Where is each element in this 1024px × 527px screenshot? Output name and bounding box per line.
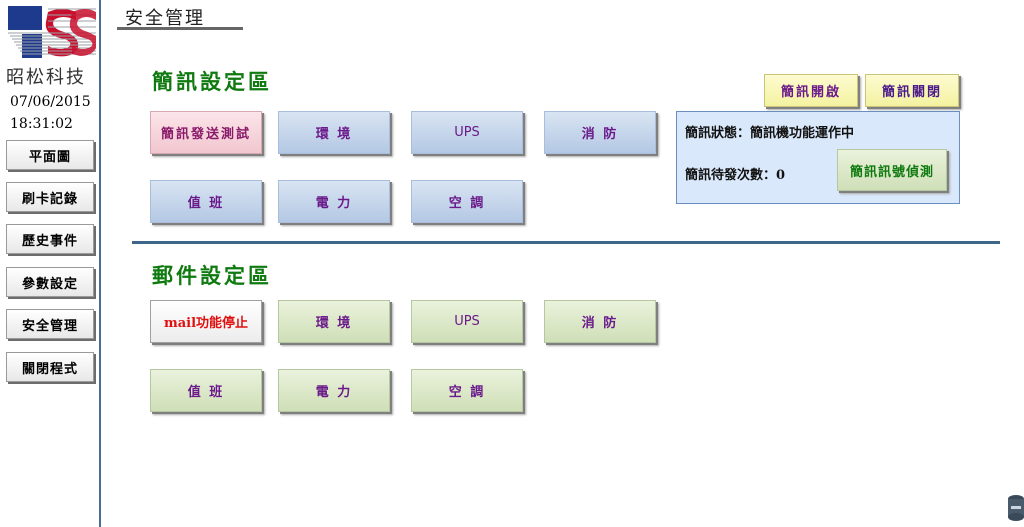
sms-pending-count-label: 簡訊待發次數：0 bbox=[685, 168, 786, 183]
sms-aircon-button[interactable]: 空 調 bbox=[411, 180, 523, 223]
mail-duty-button[interactable]: 值 班 bbox=[150, 369, 262, 412]
nav-history-events-button[interactable]: 歷史事件 bbox=[6, 224, 94, 254]
sms-environment-button[interactable]: 環 境 bbox=[278, 111, 390, 154]
sms-status-panel: 簡訊狀態：簡訊機功能運作中 簡訊待發次數：0 簡訊訊號偵測 bbox=[676, 111, 960, 204]
mail-ups-button[interactable]: UPS bbox=[411, 300, 523, 343]
nav-floor-plan-button[interactable]: 平面圖 bbox=[6, 140, 94, 170]
mail-power-button[interactable]: 電 力 bbox=[278, 369, 390, 412]
company-logo bbox=[8, 6, 96, 58]
nav-security-management-button[interactable]: 安全管理 bbox=[6, 309, 94, 339]
nav-parameter-settings-button[interactable]: 參數設定 bbox=[6, 267, 94, 297]
sms-open-button[interactable]: 簡訊開啟 bbox=[764, 74, 858, 107]
page-title: 安全管理 bbox=[117, 4, 243, 30]
sms-duty-button[interactable]: 值 班 bbox=[150, 180, 262, 223]
company-name: 昭松科技 bbox=[6, 67, 86, 88]
sms-status-label: 簡訊狀態：簡訊機功能運作中 bbox=[685, 126, 855, 141]
sms-ups-button[interactable]: UPS bbox=[411, 111, 523, 154]
sms-send-test-button[interactable]: 簡訊發送測試 bbox=[150, 111, 262, 154]
nav-card-records-button[interactable]: 刷卡記錄 bbox=[6, 182, 94, 212]
sms-close-button[interactable]: 簡訊關閉 bbox=[865, 74, 959, 107]
mail-environment-button[interactable]: 環 境 bbox=[278, 300, 390, 343]
sms-signal-detect-button[interactable]: 簡訊訊號偵測 bbox=[837, 149, 947, 191]
current-time: 18:31:02 bbox=[10, 116, 73, 132]
mail-section-title: 郵件設定區 bbox=[152, 263, 272, 288]
mail-fire-button[interactable]: 消 防 bbox=[544, 300, 656, 343]
sms-power-button[interactable]: 電 力 bbox=[278, 180, 390, 223]
sidebar: 昭松科技 07/06/2015 18:31:02 平面圖 刷卡記錄 歷史事件 參… bbox=[0, 0, 101, 527]
section-divider bbox=[132, 241, 1000, 244]
mail-aircon-button[interactable]: 空 調 bbox=[411, 369, 523, 412]
current-date: 07/06/2015 bbox=[10, 94, 91, 110]
database-icon bbox=[1008, 495, 1024, 521]
mail-stop-button[interactable]: mail功能停止 bbox=[150, 300, 262, 343]
sms-fire-button[interactable]: 消 防 bbox=[544, 111, 656, 154]
sms-section-title: 簡訊設定區 bbox=[152, 69, 272, 94]
nav-close-program-button[interactable]: 關閉程式 bbox=[6, 352, 94, 382]
